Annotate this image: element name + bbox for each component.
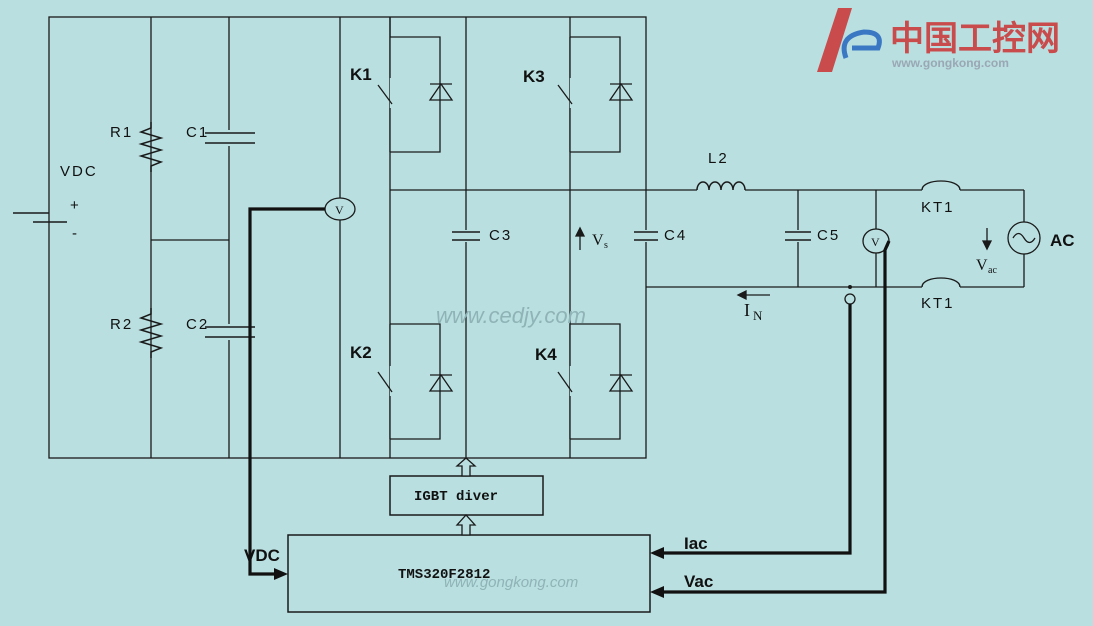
ac-label: AC — [1050, 231, 1075, 250]
resistor-r2 — [138, 308, 164, 358]
inductor-l2 — [696, 181, 746, 191]
in-arrow — [736, 289, 770, 301]
vdc-input-label: VDC — [244, 546, 280, 565]
vac-input-label: Vac — [684, 572, 713, 591]
logo-url: www.gongkong.com — [891, 56, 1009, 70]
c5-label: C5 — [817, 227, 840, 244]
k1-label: K1 — [350, 65, 372, 84]
capacitor-c1 — [205, 130, 255, 146]
controller-label: TMS320F2812 — [398, 567, 490, 583]
logo-chinese: 中国工控网 — [890, 19, 1060, 59]
iac-feedback-wire — [662, 304, 852, 555]
switch-k1 — [377, 17, 454, 153]
capacitor-c4 — [634, 230, 658, 242]
k3-label: K3 — [523, 67, 545, 86]
vs-label: V — [592, 232, 604, 249]
main-frame — [48, 16, 647, 459]
r1-label: R1 — [110, 124, 133, 141]
vdc-source-label: VDC — [60, 163, 98, 180]
watermark-gongkong-bottom: www.gongkong.com — [444, 574, 578, 591]
vdc-feedback-wire — [248, 207, 325, 576]
in-subscript: N — [753, 308, 763, 323]
switch-k3 — [557, 36, 634, 153]
relay-contact-kt1-top — [921, 180, 961, 191]
igbt-driver-box — [389, 475, 544, 516]
ac-source-symbol — [1007, 221, 1041, 255]
c2-label: C2 — [186, 316, 209, 333]
gongkong-logo: 中国工控网 www.gongkong.com — [817, 8, 1060, 72]
minus-sign: - — [72, 225, 79, 242]
c1-label: C1 — [186, 124, 209, 141]
switch-k2 — [377, 323, 454, 440]
vac-label: V — [976, 257, 988, 274]
current-sensor — [844, 293, 856, 305]
c3-label: C3 — [489, 227, 512, 244]
igbt-driver-label: IGBT diver — [414, 489, 498, 505]
battery-symbol — [13, 212, 67, 223]
switch-k4 — [557, 323, 634, 440]
vac-feedback-wire — [662, 240, 891, 594]
kt1-bottom-label: KT1 — [921, 295, 955, 312]
c4-label: C4 — [664, 227, 687, 244]
capacitor-c5 — [785, 230, 811, 242]
relay-contact-kt1-bottom — [921, 277, 961, 288]
k4-label: K4 — [535, 345, 557, 364]
iac-input-label: Iac — [684, 534, 708, 553]
vac-arrow — [981, 228, 993, 251]
controller-to-driver-arrow — [455, 514, 477, 536]
l2-label: L2 — [708, 150, 729, 167]
voltmeter-dc-label: V — [335, 203, 344, 217]
capacitor-c3 — [452, 230, 480, 242]
voltmeter-ac-label: V — [871, 235, 880, 249]
vac-subscript: ac — [988, 265, 997, 276]
driver-to-bridge-arrow — [455, 457, 477, 477]
watermark-cedjy: www.cedjy.com — [436, 303, 586, 328]
vs-arrow — [574, 226, 586, 250]
controller-box — [287, 534, 651, 613]
capacitor-c2 — [205, 324, 255, 340]
r2-label: R2 — [110, 316, 133, 333]
plus-sign: + — [70, 197, 81, 214]
k2-label: K2 — [350, 343, 372, 362]
resistor-r1 — [138, 122, 164, 172]
vs-subscript: s — [604, 240, 608, 251]
in-label: I — [744, 300, 750, 320]
kt1-top-label: KT1 — [921, 199, 955, 216]
